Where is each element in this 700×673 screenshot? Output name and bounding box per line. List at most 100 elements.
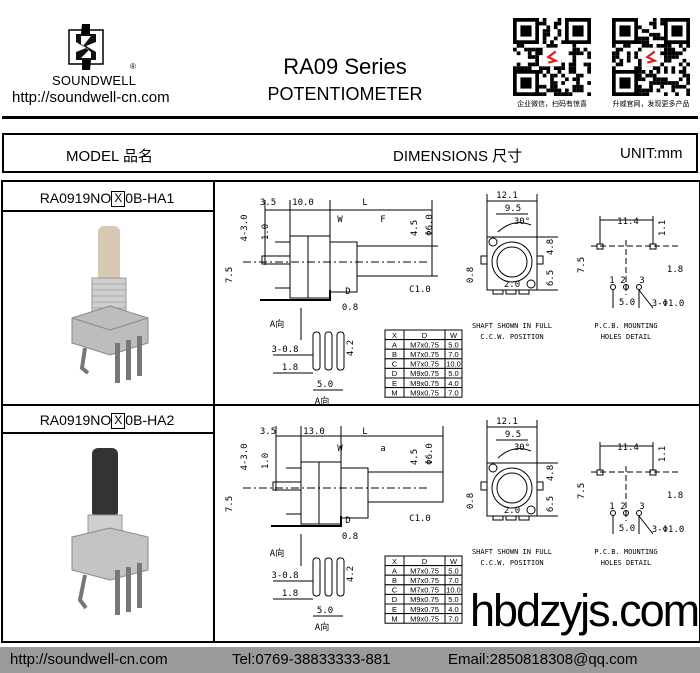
- dim-2-0: 2.0: [504, 280, 520, 290]
- dim-d: D: [345, 516, 350, 526]
- spec-cell: 5.0: [448, 566, 458, 575]
- footer-email[interactable]: Email:2850818308@qq.com: [448, 651, 638, 668]
- dim-3-phi-1-0: 3-Φ1.0: [652, 299, 685, 309]
- pin-2-label: 2: [620, 502, 625, 512]
- spec-cell: M7x0.75: [410, 340, 439, 349]
- spec-cell: M7x0.75: [410, 360, 439, 369]
- spec-cell: M9x0.75: [410, 605, 439, 614]
- dim-c1-0: C1.0: [409, 514, 431, 524]
- dim-12-1: 12.1: [496, 191, 518, 201]
- spec-cell: D: [392, 595, 398, 604]
- model-option-box: X: [111, 413, 126, 429]
- product-photo-ha2: [71, 448, 149, 615]
- side-view: [243, 200, 438, 340]
- dim-1-1: 1.1: [658, 446, 668, 462]
- dim-0-8: 0.8: [342, 532, 358, 542]
- dim-body-length: 10.0: [292, 198, 314, 208]
- pin-2-label: 2: [620, 276, 625, 286]
- dim-6-5: 6.5: [546, 270, 556, 286]
- dim-5-0: 5.0: [619, 298, 635, 308]
- dim-1-0: 1.0: [261, 453, 271, 469]
- spec-cell: M9x0.75: [410, 614, 439, 623]
- pin-1-label: 1: [609, 502, 614, 512]
- product-photo-ha1: [71, 226, 149, 383]
- qr-caption-wechat: 企业微信，扫码有惊喜: [517, 101, 587, 108]
- spec-cell: M7x0.75: [410, 576, 439, 585]
- dim-body-length: 13.0: [303, 427, 325, 437]
- pcb-holes-detail: [591, 442, 678, 535]
- front-caption-line1: SHAFT SHOWN IN FULL: [472, 322, 552, 330]
- dim-1-8: 1.8: [282, 589, 298, 599]
- spec-cell: C: [392, 586, 398, 595]
- dim-0-8: 0.8: [342, 303, 358, 313]
- dim-2-0: 2.0: [504, 506, 520, 516]
- dim-7-5: 7.5: [225, 267, 235, 283]
- dim-1-8: 1.8: [667, 265, 683, 275]
- front-caption-line2: C.C.W. POSITION: [480, 333, 543, 341]
- view-a-label: A向: [315, 621, 329, 633]
- model-header: MODEL 品名: [66, 148, 153, 165]
- spec-cell: 4.0: [448, 379, 458, 388]
- model-suffix: 0B-HA1: [125, 190, 175, 206]
- spec-cell: M: [391, 388, 397, 397]
- qr-code-wechat[interactable]: [513, 18, 591, 96]
- view-a-label: A向: [315, 395, 329, 405]
- spec-cell: 7.0: [448, 388, 458, 397]
- spec-cell: A: [392, 340, 397, 349]
- spec-cell: M9x0.75: [410, 388, 439, 397]
- spec-table-row: M M9x0.75 7.0: [384, 387, 463, 398]
- pcb-caption-line1: P.C.B. MOUNTING: [594, 548, 657, 556]
- pin-detail: [273, 557, 345, 617]
- front-view: [480, 420, 558, 521]
- spec-cell: M9x0.75: [410, 369, 439, 378]
- spec-cell: B: [392, 576, 397, 585]
- dim-5-0: 5.0: [317, 606, 333, 616]
- page-title: RA09 Series: [283, 54, 407, 79]
- dim-5-0: 5.0: [317, 380, 333, 390]
- spec-cell: E: [392, 605, 397, 614]
- dim-4-3-0: 4-3.0: [240, 214, 250, 241]
- spec-cell: X: [392, 331, 397, 340]
- dimensions-header: DIMENSIONS 尺寸: [393, 148, 523, 165]
- dim-f: a: [380, 444, 385, 454]
- dim-1-8: 1.8: [667, 491, 683, 501]
- dim-4-3-0: 4-3.0: [240, 443, 250, 470]
- spec-cell: M9x0.75: [410, 595, 439, 604]
- dim-3-0-8: 3-0.8: [271, 571, 298, 581]
- header-divider: [2, 116, 698, 119]
- qr-code-website[interactable]: [612, 18, 690, 96]
- dim-d: D: [345, 287, 350, 297]
- dim-5-0: 5.0: [619, 524, 635, 534]
- dim-9-5: 9.5: [505, 204, 521, 214]
- model-prefix: RA0919NO: [39, 412, 112, 428]
- dim-w: W: [337, 444, 343, 454]
- footer-url[interactable]: http://soundwell-cn.com: [10, 651, 168, 668]
- footer-tel: Tel:0769-38833333-881: [232, 651, 391, 668]
- dim-4-2: 4.2: [346, 566, 356, 582]
- dim-0-8: 0.8: [466, 493, 476, 509]
- dim-w: W: [337, 215, 343, 225]
- spec-cell: 5.0: [448, 340, 458, 349]
- pin-1-label: 1: [609, 276, 614, 286]
- table-header-bar: MODEL 品名 DIMENSIONS 尺寸 UNIT:mm: [2, 133, 698, 173]
- header-url[interactable]: http://soundwell-cn.com: [12, 89, 170, 106]
- spec-cell: 7.0: [448, 350, 458, 359]
- dim-4-2: 4.2: [346, 340, 356, 356]
- spec-cell: W: [450, 331, 458, 340]
- dim-phi-6-0: Φ6.0: [425, 214, 435, 236]
- front-caption-line1: SHAFT SHOWN IN FULL: [472, 548, 552, 556]
- spec-cell: A: [392, 566, 397, 575]
- pcb-caption-line2: HOLES DETAIL: [601, 333, 652, 341]
- dim-9-5: 9.5: [505, 430, 521, 440]
